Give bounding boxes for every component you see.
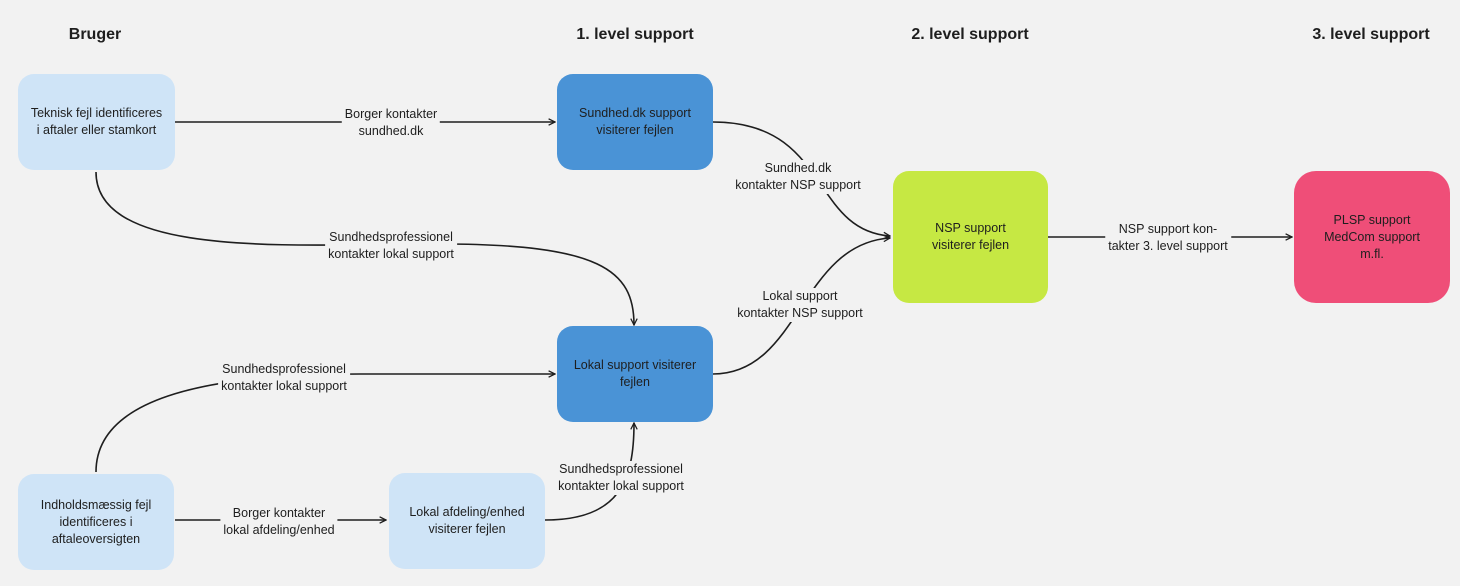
node-text: Indholdsmæssig fejl	[40, 497, 152, 512]
edge-label-borger-lokal: Borger kontakter lokal afdeling/enhed	[220, 505, 338, 539]
edge-label-sundhedsprof-teknisk: Sundhedsprofessionel kontakter lokal supp…	[325, 229, 457, 263]
edge-label-text: kontakter lokal support	[221, 379, 347, 393]
node-sundhed-dk-support[interactable]: Sundhed.dk support visiterer fejlen	[557, 74, 713, 170]
heading-level2: 2. level support	[911, 26, 1029, 43]
edge-label-borger-sundhed: Borger kontakter sundhed.dk	[341, 106, 441, 140]
edge-label-text: kontakter lokal support	[558, 479, 684, 493]
edge-label-text: kontakter NSP support	[737, 306, 863, 320]
node-text: visiterer fejlen	[596, 123, 674, 137]
heading-bruger: Bruger	[68, 26, 122, 43]
node-teknisk-fejl[interactable]: Teknisk fejl identificeres i aftaler elle…	[18, 74, 175, 170]
node-lokal-support[interactable]: Lokal support visiterer fejlen	[557, 326, 713, 422]
edge-label-text: Sundhedsprofessionel	[222, 362, 346, 376]
heading-level3: 3. level support	[1312, 26, 1430, 43]
node-text: Teknisk fejl identificeres	[30, 106, 163, 120]
edge-label-text: sundhed.dk	[358, 124, 424, 138]
edge-label-text: lokal afdeling/enhed	[223, 523, 335, 537]
edge-label-sundhed-nsp: Sundhed.dk kontakter NSP support	[732, 160, 864, 194]
edge-label-text: Sundhed.dk	[764, 161, 832, 175]
edge-label-text: NSP support kon-	[1118, 222, 1218, 236]
heading-level1: 1. level support	[576, 26, 694, 43]
node-text: identificeres i	[59, 514, 133, 529]
node-text: visiterer fejlen	[428, 522, 506, 536]
node-indholdsmaessig-fejl[interactable]: Indholdsmæssig fejl identificeres i aftale…	[18, 474, 174, 570]
node-text: aftaleoversigten	[51, 531, 141, 546]
node-text: visiterer fejlen	[931, 238, 1010, 252]
node-text: Lokal support visiterer	[573, 358, 697, 372]
node-lokal-afdeling[interactable]: Lokal afdeling/enhed visiterer fejlen	[389, 473, 545, 569]
edge-label-text: kontakter lokal support	[328, 247, 454, 261]
edge-label-text: Sundhedsprofessionel	[559, 462, 683, 476]
edge-label-lokal-nsp: Lokal support kontakter NSP support	[734, 288, 866, 322]
node-text: fejlen	[620, 375, 650, 389]
edge-label-text: kontakter NSP support	[735, 178, 861, 192]
edge-label-text: Borger kontakter	[232, 506, 326, 520]
node-text: m.fl.	[1360, 246, 1384, 261]
edge-label-text: Sundhedsprofessionel	[329, 230, 453, 244]
node-text: i aftaler eller stamkort	[36, 123, 157, 137]
edge-label-nsp-level3: NSP support kon-takter 3. level support	[1105, 221, 1231, 255]
node-text: NSP support	[935, 221, 1006, 235]
edge-label-sundhedsprof-indhold: Sundhedsprofessionel kontakter lokal supp…	[218, 361, 350, 395]
node-nsp-support[interactable]: NSP support visiterer fejlen	[893, 171, 1048, 303]
node-text: PLSP support	[1333, 212, 1411, 227]
edge-label-text: takter 3. level support	[1108, 239, 1228, 253]
node-text: Lokal afdeling/enhed	[409, 505, 525, 519]
node-text: MedCom support	[1324, 229, 1420, 244]
edge-label-sundhedsprof-afdeling: Sundhedsprofessionel kontakter lokal supp…	[555, 461, 687, 495]
edge-label-text: Lokal support	[762, 289, 838, 303]
edge-label-text: Borger kontakter	[344, 107, 438, 121]
node-text: Sundhed.dk support	[579, 106, 691, 120]
